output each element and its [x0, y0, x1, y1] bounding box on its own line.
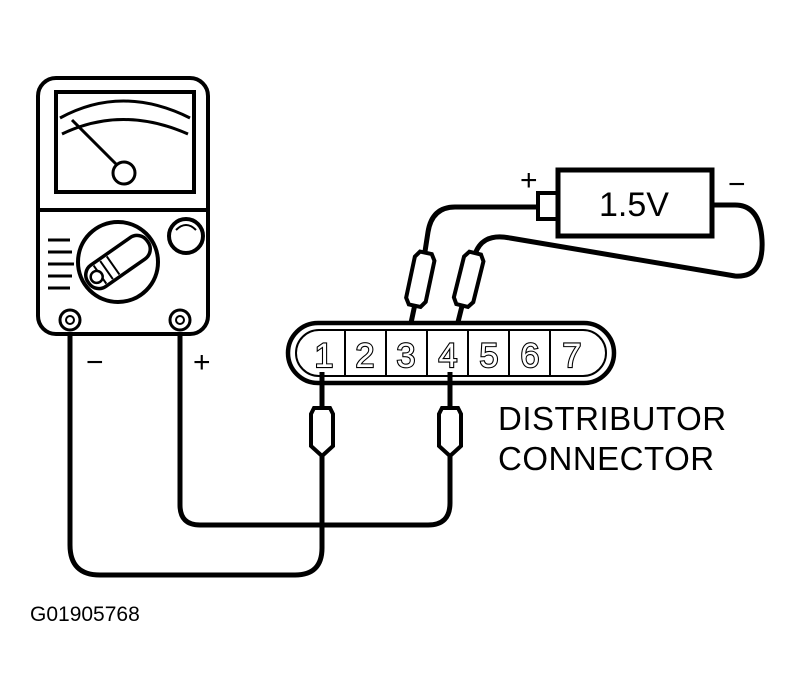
battery-positive-label: +	[520, 164, 538, 197]
multimeter: − +	[36, 76, 211, 379]
probe-pin-3-upper[interactable]	[401, 249, 437, 327]
pin-number-2: 2	[356, 337, 375, 375]
wire-battery-negative-to-pin-4	[471, 202, 765, 279]
figure-code: G01905768	[30, 603, 140, 626]
pin-number-1: 1	[315, 337, 334, 375]
wire-meter-negative-to-pin-1	[67, 319, 325, 578]
battery: 1.5V + −	[520, 164, 746, 239]
pin-number-5: 5	[480, 337, 499, 375]
wire-meter-positive-to-pin-4	[177, 319, 453, 528]
probe-pin-1-lower[interactable]	[309, 372, 335, 459]
meter-negative-label: −	[86, 346, 104, 379]
pin-number-7: 7	[563, 337, 582, 375]
probe-pin-4-lower[interactable]	[437, 372, 463, 459]
meter-needle	[70, 118, 122, 170]
meter-scale-arc-upper	[59, 99, 191, 120]
connector-caption-line-2: CONNECTOR	[498, 440, 715, 477]
meter-selector-knob[interactable]	[81, 231, 155, 294]
wire-battery-positive-to-pin-3	[421, 204, 541, 261]
meter-negative-jack-core	[65, 315, 75, 325]
meter-needle-pivot	[111, 160, 137, 186]
wires	[67, 202, 765, 578]
meter-positive-label: +	[193, 346, 211, 379]
pin-number-4: 4	[439, 337, 458, 375]
meter-adjust-knob-highlight	[175, 224, 197, 231]
connector-caption-line-1: DISTRIBUTOR	[498, 400, 727, 437]
meter-range-marks	[48, 238, 74, 290]
meter-positive-jack-core	[175, 315, 185, 325]
connector-pin-numbers: 1 2 3 4 5 6 7	[313, 336, 582, 376]
distributor-connector: 1 2 3 4 5 6 7	[285, 320, 617, 386]
battery-body	[555, 167, 715, 239]
pin-number-3: 3	[397, 337, 416, 375]
probe-pin-4-upper[interactable]	[448, 249, 486, 327]
meter-scale-arc-lower	[61, 118, 189, 136]
connector-pin-cells	[344, 330, 551, 376]
battery-voltage-label: 1.5V	[599, 186, 669, 224]
battery-negative-label: −	[728, 168, 746, 201]
pin-number-6: 6	[521, 337, 540, 375]
